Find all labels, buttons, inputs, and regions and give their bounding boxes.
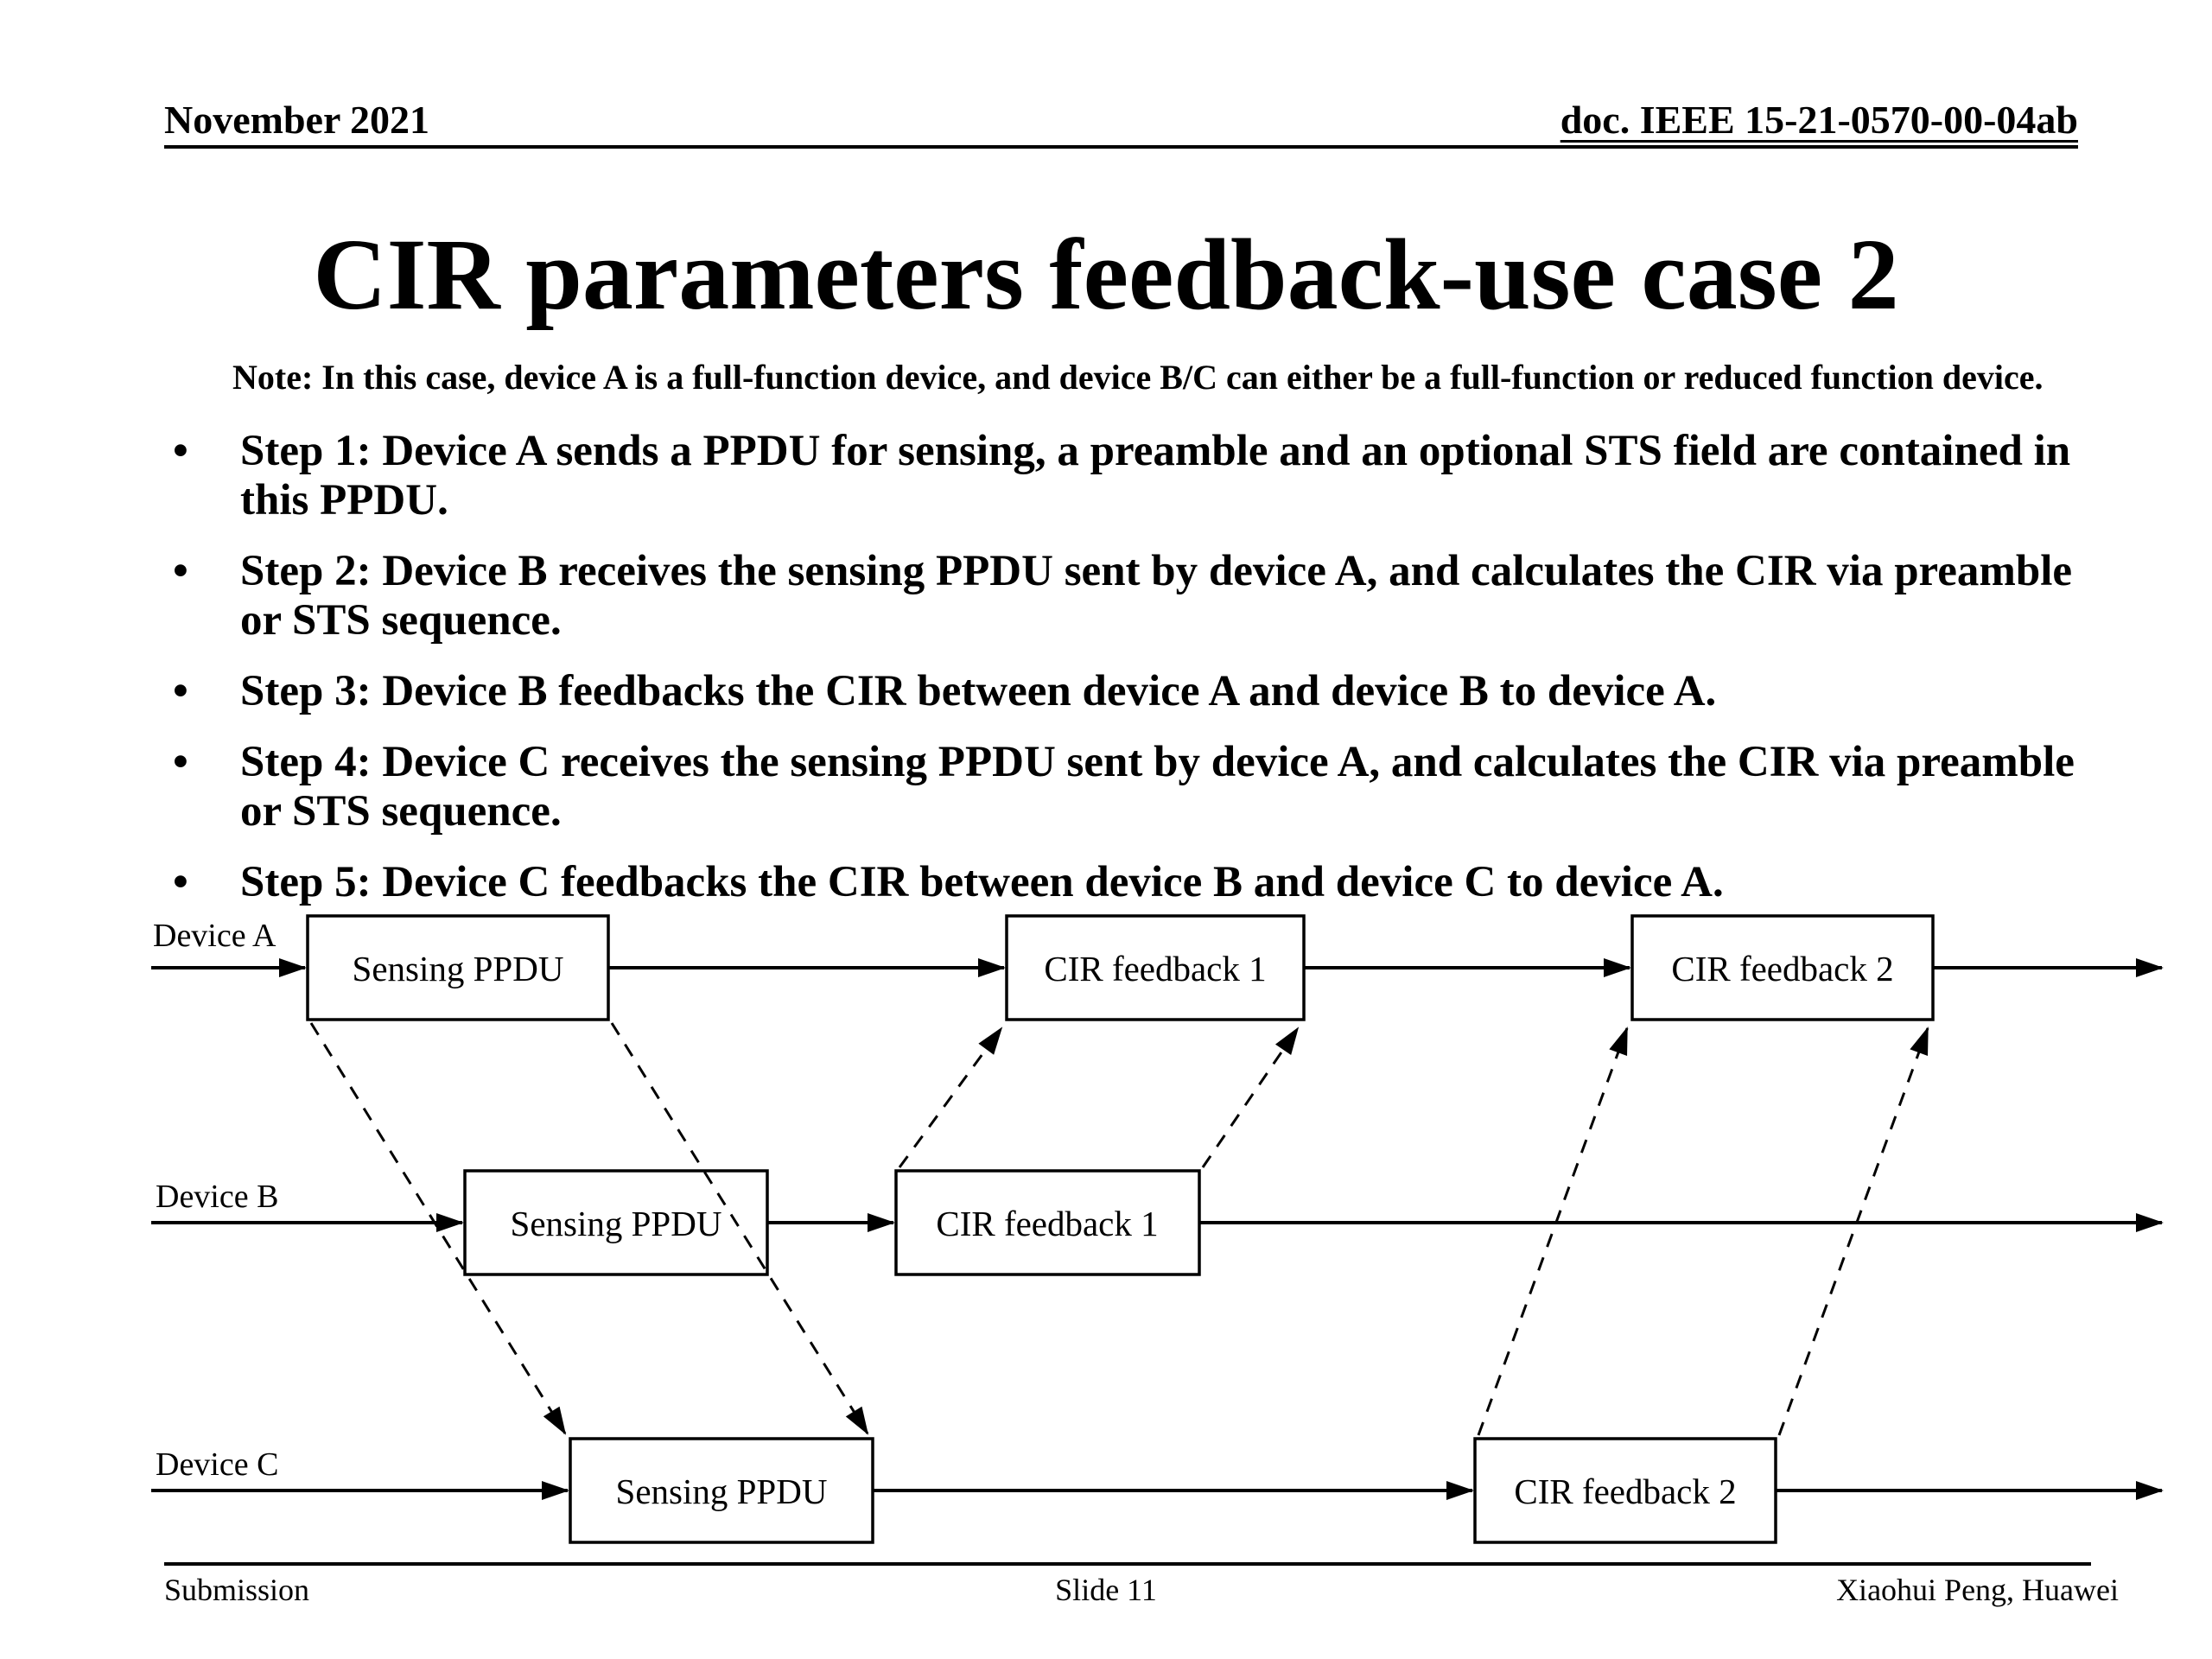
- step-item-3: • Step 3: Device B feedbacks the CIR bet…: [173, 667, 2098, 716]
- feedback-c-to-a-right-dashed-arrow: [1777, 1027, 1929, 1436]
- footer-rule: [164, 1562, 2091, 1566]
- device-c-sensing-ppdu-label: Sensing PPDU: [616, 1471, 828, 1511]
- device-b-label: Device B: [156, 1179, 278, 1215]
- header-rule: [164, 145, 2078, 149]
- bullet-marker: •: [173, 667, 188, 715]
- step-item-5: • Step 5: Device C feedbacks the CIR bet…: [173, 858, 2098, 907]
- device-c-cir-feedback-2-label: CIR feedback 2: [1514, 1471, 1736, 1511]
- step-text-2: Step 2: Device B receives the sensing PP…: [240, 547, 2073, 645]
- step-text-1: Step 1: Device A sends a PPDU for sensin…: [240, 427, 2071, 524]
- step-item-4: • Step 4: Device C receives the sensing …: [173, 738, 2098, 836]
- device-a-sensing-ppdu-label: Sensing PPDU: [353, 949, 564, 988]
- device-c-sensing-ppdu-box: [569, 1437, 874, 1544]
- step-text-5: Step 5: Device C feedbacks the CIR betwe…: [240, 858, 1724, 906]
- device-b-sensing-ppdu-label: Sensing PPDU: [511, 1204, 722, 1243]
- feedback-c-to-a-left-dashed-arrow: [1477, 1027, 1629, 1436]
- device-c-cir-feedback-2-box: [1473, 1437, 1777, 1544]
- device-b-sensing-ppdu-box: [463, 1169, 769, 1276]
- footer-author: Xiaohui Peng, Huawei: [1836, 1573, 2119, 1607]
- header-doc-number: doc. IEEE 15-21-0570-00-04ab: [1560, 98, 2078, 142]
- bullet-marker: •: [173, 547, 188, 595]
- ppdu-propagation-a-to-c-left-dashed-arrow: [309, 1022, 567, 1435]
- ppdu-propagation-a-to-c-right-dashed-arrow: [610, 1022, 869, 1435]
- device-b-cir-feedback-1-label: CIR feedback 1: [936, 1204, 1158, 1243]
- footer-submission: Submission: [164, 1573, 310, 1607]
- step-item-2: • Step 2: Device B receives the sensing …: [173, 547, 2098, 645]
- device-a-cir-feedback-1-label: CIR feedback 1: [1044, 949, 1266, 988]
- feedback-b-to-a-right-dashed-arrow: [1201, 1027, 1300, 1168]
- note-text: Note: In this case, device A is a full-f…: [232, 358, 2044, 397]
- step-text-4: Step 4: Device C receives the sensing PP…: [240, 738, 2075, 836]
- footer: Submission Slide 11 Xiaohui Peng, Huawei: [0, 1573, 2212, 1621]
- bullet-marker: •: [173, 738, 188, 786]
- page-title: CIR parameters feedback-use case 2: [313, 218, 1899, 331]
- header-date: November 2021: [164, 98, 430, 142]
- device-a-label: Device A: [153, 918, 276, 954]
- device-a-sensing-ppdu-box: [306, 914, 610, 1021]
- device-a-cir-feedback-1-box: [1005, 914, 1306, 1021]
- footer-slide-number: Slide 11: [1055, 1573, 1157, 1607]
- device-c-label: Device C: [156, 1446, 278, 1483]
- step-text-3: Step 3: Device B feedbacks the CIR betwe…: [240, 667, 1717, 715]
- steps-list: • Step 1: Device A sends a PPDU for sens…: [173, 427, 2098, 929]
- device-b-cir-feedback-1-box: [894, 1169, 1201, 1276]
- bullet-marker: •: [173, 858, 188, 906]
- device-a-cir-feedback-2-box: [1630, 914, 1935, 1021]
- device-a-cir-feedback-2-label: CIR feedback 2: [1671, 949, 1893, 988]
- bullet-marker: •: [173, 427, 188, 475]
- step-item-1: • Step 1: Device A sends a PPDU for sens…: [173, 427, 2098, 525]
- feedback-b-to-a-left-dashed-arrow: [898, 1027, 1003, 1168]
